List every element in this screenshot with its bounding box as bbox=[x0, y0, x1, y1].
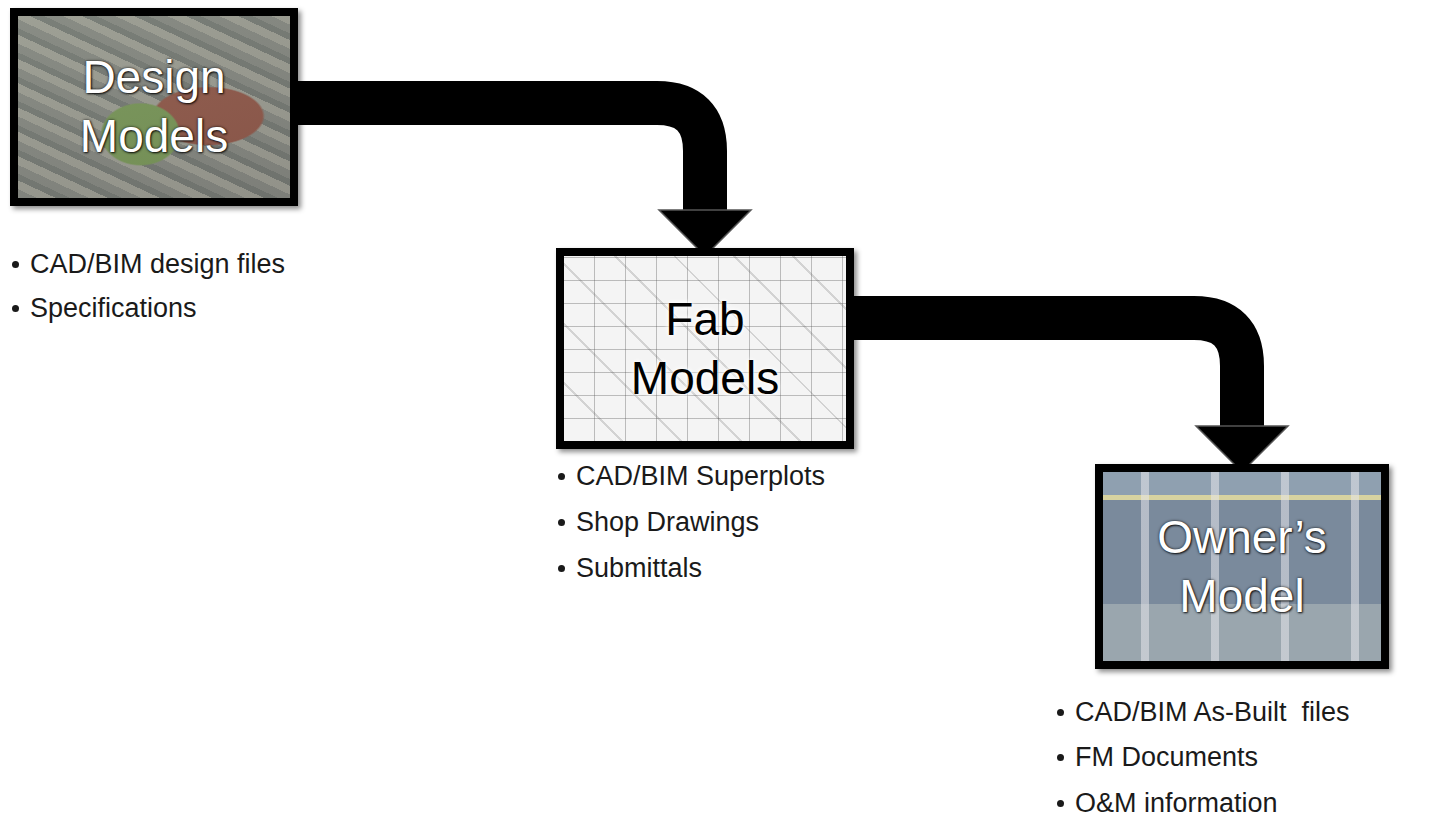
bullet-item: Specifications bbox=[10, 292, 197, 324]
box-title: Owner’s Model bbox=[1137, 508, 1347, 626]
flow-arrow bbox=[854, 318, 1288, 472]
model-box: Design Models bbox=[10, 8, 298, 206]
model-box: Fab Models bbox=[556, 248, 854, 449]
arrow-shaft bbox=[298, 103, 705, 212]
flow-arrow bbox=[298, 103, 751, 256]
bullet-item: Submittals bbox=[556, 552, 702, 584]
bullet-item: FM Documents bbox=[1055, 741, 1258, 773]
box-title: Design Models bbox=[49, 48, 259, 166]
bullet-item: CAD/BIM As-Built files bbox=[1055, 696, 1350, 728]
arrow-shaft bbox=[854, 318, 1242, 428]
bullet-item: Shop Drawings bbox=[556, 506, 759, 538]
bullet-item: CAD/BIM Superplots bbox=[556, 460, 825, 492]
bullet-item: CAD/BIM design files bbox=[10, 248, 285, 280]
bullet-item: O&M information bbox=[1055, 787, 1278, 819]
box-title: Fab Models bbox=[600, 290, 810, 408]
model-box: Owner’s Model bbox=[1095, 464, 1389, 669]
